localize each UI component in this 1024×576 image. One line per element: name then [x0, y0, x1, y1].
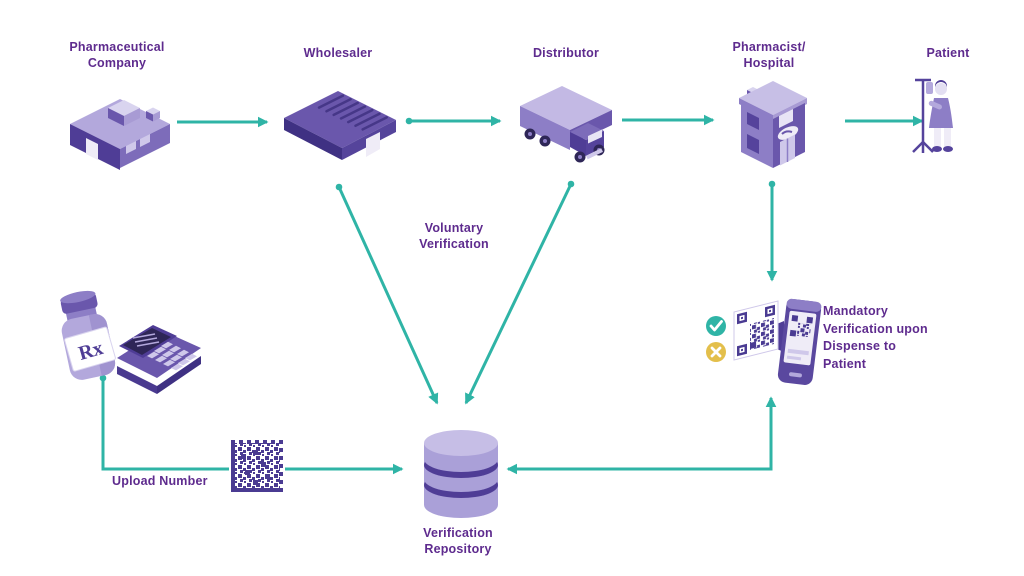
arrow-wholesaler-to-repository: [335, 183, 439, 405]
rejected-cross-icon: [706, 342, 726, 362]
patient-icon: [912, 78, 953, 153]
arrow-distributor-to-repository: [464, 180, 575, 405]
bottle: Rx: [60, 290, 116, 380]
datamatrix-code-icon: [229, 438, 285, 494]
mandatory-scan-group: [706, 298, 822, 385]
smartphone-icon: [777, 298, 822, 385]
voluntary-verification-label: Voluntary Verification: [419, 221, 489, 251]
distributor-label: Distributor: [532, 46, 600, 60]
upload-number-label: Upload Number: [112, 474, 208, 488]
mandatory-verification-label: Mandatory Verification upon Dispense to …: [823, 304, 928, 371]
pill-bottle-icon: Rx: [60, 290, 201, 394]
pharmacy-building-icon: [739, 81, 807, 168]
wholesaler-label: Wholesaler: [303, 46, 373, 60]
barcode-scanner-icon: [117, 325, 201, 394]
patient-label: Patient: [926, 46, 970, 60]
truck-icon: [520, 86, 612, 163]
factory-icon: [70, 99, 170, 170]
arrow-repository-phone-bidirectional: [506, 396, 777, 475]
database-icon: [424, 430, 498, 518]
company-label: Pharmaceutical Company: [69, 40, 165, 70]
warehouse-icon: [284, 91, 396, 160]
verified-check-icon: [706, 316, 726, 336]
pharmacy-label: Pharmacist/ Hospital: [732, 40, 806, 70]
arrow-scanner-upload-to-repository: [99, 374, 404, 475]
repository-label: Verification Repository: [423, 526, 493, 556]
qr-card-icon: [733, 300, 779, 361]
